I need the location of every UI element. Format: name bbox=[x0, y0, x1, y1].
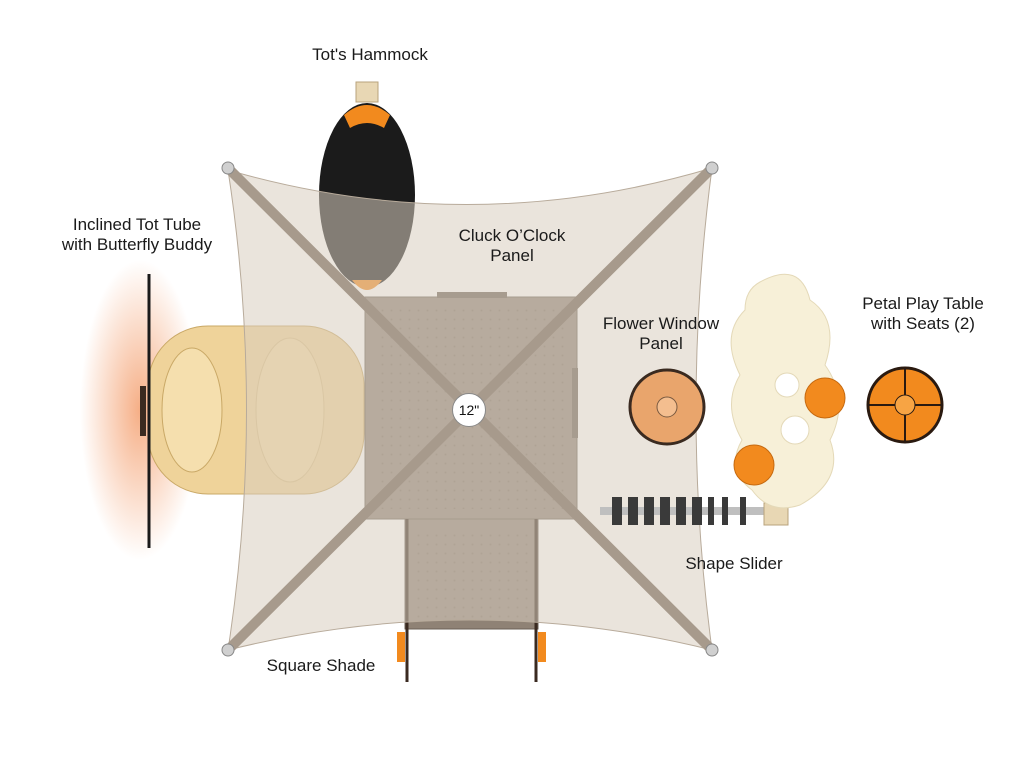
label-line: with Seats (2) bbox=[871, 314, 975, 333]
label-line: Cluck O’Clock bbox=[458, 226, 566, 245]
label-tots-hammock: Tot's Hammock bbox=[312, 45, 428, 65]
label-text: Square Shade bbox=[266, 656, 376, 675]
size-badge: 12" bbox=[452, 393, 486, 427]
label-line: Petal Play Table bbox=[862, 294, 984, 313]
label-line: Inclined Tot Tube bbox=[72, 215, 202, 234]
label-line: with Butterfly Buddy bbox=[61, 235, 213, 254]
label-line: Panel bbox=[639, 334, 683, 353]
label-shape-slider: Shape Slider bbox=[685, 554, 782, 574]
flower-window-panel bbox=[628, 368, 706, 446]
label-inclined-tot-tube: Inclined Tot Tube with Butterfly Buddy bbox=[62, 215, 212, 255]
petal-play-table bbox=[866, 366, 944, 444]
label-flower-window-panel: Flower Window Panel bbox=[603, 314, 719, 354]
shape-slider bbox=[600, 497, 789, 526]
label-text: Tot's Hammock bbox=[312, 45, 428, 64]
label-cluck-oclock-panel: Cluck O’Clock Panel bbox=[459, 226, 566, 266]
label-square-shade: Square Shade bbox=[267, 656, 376, 676]
seat-lower bbox=[733, 444, 775, 486]
label-line: Panel bbox=[490, 246, 534, 265]
seat-upper bbox=[804, 377, 846, 419]
label-petal-play-table: Petal Play Table with Seats (2) bbox=[862, 294, 984, 334]
label-line: Flower Window bbox=[602, 314, 720, 333]
label-text: Shape Slider bbox=[685, 554, 783, 573]
